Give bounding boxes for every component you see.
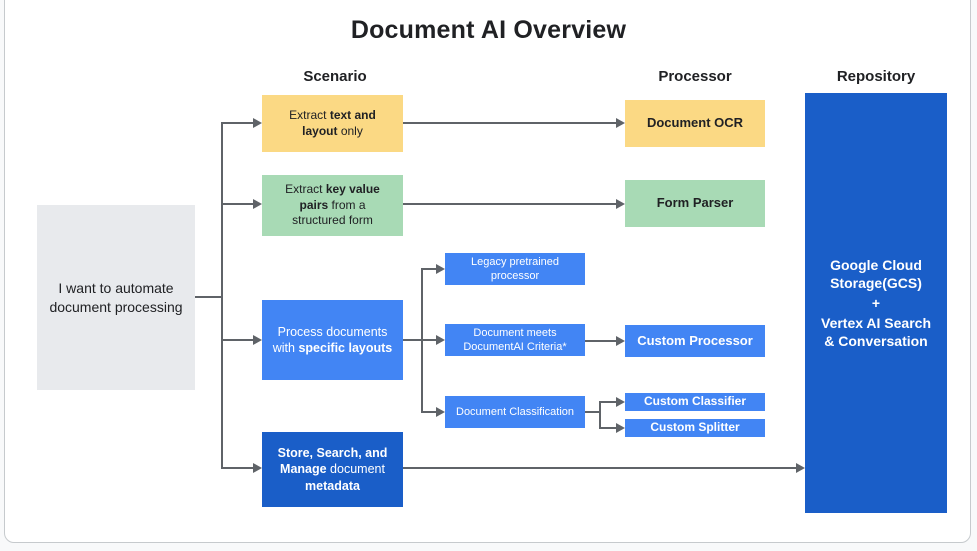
node-document-classification-label: Document Classification bbox=[456, 405, 574, 418]
processor-custom-processor-label: Custom Processor bbox=[637, 332, 753, 348]
arrowhead-repository bbox=[796, 463, 805, 473]
arrowhead-custom-classifier bbox=[616, 397, 625, 407]
processor-custom-splitter-label: Custom Splitter bbox=[650, 420, 740, 435]
diagram-title: Document AI Overview bbox=[350, 16, 627, 44]
arrowhead-extract-text bbox=[253, 118, 262, 128]
connector-to-classification bbox=[422, 411, 437, 413]
node-document-meets-criteria: Document meets DocumentAI Criteria* bbox=[445, 324, 585, 356]
arrowhead-custom-splitter bbox=[616, 423, 625, 433]
connector-start-to-trunk bbox=[195, 296, 222, 298]
connector-to-extract-text bbox=[222, 122, 254, 124]
column-header-repository: Repository bbox=[836, 68, 916, 85]
connector-layouts-to-subtrunk bbox=[403, 339, 422, 341]
connector-to-store-search bbox=[222, 467, 254, 469]
scenario-extract-text-layout: Extract text and layout only bbox=[262, 95, 403, 152]
arrowhead-document-ocr bbox=[616, 118, 625, 128]
connector-trunk-vertical bbox=[221, 122, 223, 469]
node-legacy-pretrained-processor: Legacy pretrained processor bbox=[445, 253, 585, 285]
arrowhead-criteria bbox=[436, 335, 445, 345]
scenario-store-search-manage-label: Store, Search, and Manage document metad… bbox=[277, 446, 388, 493]
connector-to-criteria bbox=[422, 339, 437, 341]
connector-to-legacy bbox=[422, 268, 437, 270]
scenario-extract-key-value-label: Extract key value pairs from a structure… bbox=[285, 182, 380, 228]
node-document-classification: Document Classification bbox=[445, 396, 585, 428]
scenario-store-search-manage: Store, Search, and Manage document metad… bbox=[262, 432, 403, 507]
processor-document-ocr: Document OCR bbox=[625, 100, 765, 147]
processor-custom-processor: Custom Processor bbox=[625, 325, 765, 357]
repository-box: Google Cloud Storage(GCS) + Vertex AI Se… bbox=[805, 93, 947, 513]
processor-form-parser: Form Parser bbox=[625, 180, 765, 227]
processor-document-ocr-label: Document OCR bbox=[646, 115, 744, 131]
connector-to-splitter bbox=[600, 427, 617, 429]
arrowhead-classification bbox=[436, 407, 445, 417]
node-legacy-pretrained-processor-label: Legacy pretrained processor bbox=[470, 255, 560, 282]
processor-form-parser-label: Form Parser bbox=[656, 195, 734, 211]
start-box: I want to automate document processing bbox=[37, 205, 195, 390]
scenario-extract-text-layout-label: Extract text and layout only bbox=[289, 107, 376, 138]
processor-custom-classifier: Custom Classifier bbox=[625, 393, 765, 411]
scenario-specific-layouts-label: Process documents with specific layouts bbox=[272, 324, 393, 355]
processor-custom-splitter: Custom Splitter bbox=[625, 419, 765, 437]
node-document-meets-criteria-label: Document meets DocumentAI Criteria* bbox=[463, 326, 567, 353]
connector-store-to-repository bbox=[403, 467, 797, 469]
arrowhead-legacy bbox=[436, 264, 445, 274]
connector-classification-to-bracket bbox=[585, 411, 601, 413]
column-header-scenario: Scenario bbox=[303, 68, 367, 85]
arrowhead-specific-layouts bbox=[253, 335, 262, 345]
scenario-specific-layouts: Process documents with specific layouts bbox=[262, 300, 403, 380]
arrowhead-form-parser bbox=[616, 199, 625, 209]
column-header-processor: Processor bbox=[658, 68, 732, 85]
connector-criteria-to-custom-processor bbox=[585, 340, 617, 342]
connector-bracket-vertical bbox=[599, 401, 601, 429]
connector-text-to-ocr bbox=[403, 122, 617, 124]
connector-to-specific-layouts bbox=[222, 339, 254, 341]
repository-box-label: Google Cloud Storage(GCS) + Vertex AI Se… bbox=[821, 256, 931, 350]
start-box-label: I want to automate document processing bbox=[49, 280, 183, 315]
connector-to-extract-kv bbox=[222, 203, 254, 205]
arrowhead-custom-processor bbox=[616, 336, 625, 346]
scenario-extract-key-value: Extract key value pairs from a structure… bbox=[262, 175, 403, 236]
connector-kv-to-form-parser bbox=[403, 203, 617, 205]
connector-to-classifier bbox=[600, 401, 617, 403]
processor-custom-classifier-label: Custom Classifier bbox=[643, 394, 747, 409]
arrowhead-store-search bbox=[253, 463, 262, 473]
arrowhead-extract-kv bbox=[253, 199, 262, 209]
